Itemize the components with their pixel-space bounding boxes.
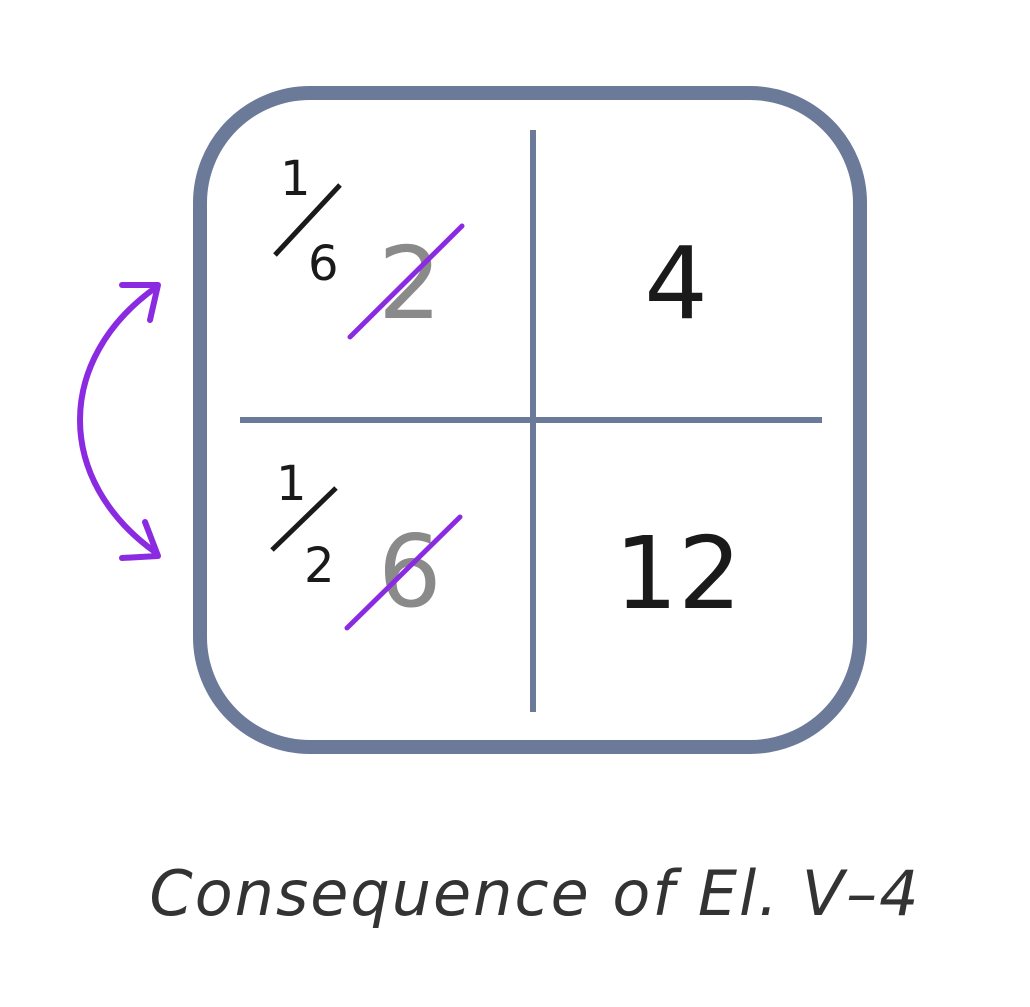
fraction-slash — [273, 183, 342, 257]
grid-frame — [193, 86, 867, 754]
cell-value: 12 — [614, 515, 741, 632]
cell-value: 4 — [644, 225, 708, 342]
fraction-numerator: 1 — [276, 456, 307, 512]
strike-line — [344, 514, 463, 631]
fraction-slash — [270, 486, 338, 552]
fraction-denominator: 6 — [308, 236, 339, 292]
caption: Consequence of El. V–4 — [149, 857, 920, 930]
crossed-out-value: 6 — [378, 513, 442, 630]
fraction-denominator: 2 — [304, 538, 335, 594]
double-headed-curved-arrow-icon — [77, 282, 161, 561]
strike-line — [347, 223, 465, 340]
crossed-out-value: 2 — [378, 225, 442, 342]
fraction-numerator: 1 — [280, 151, 311, 207]
